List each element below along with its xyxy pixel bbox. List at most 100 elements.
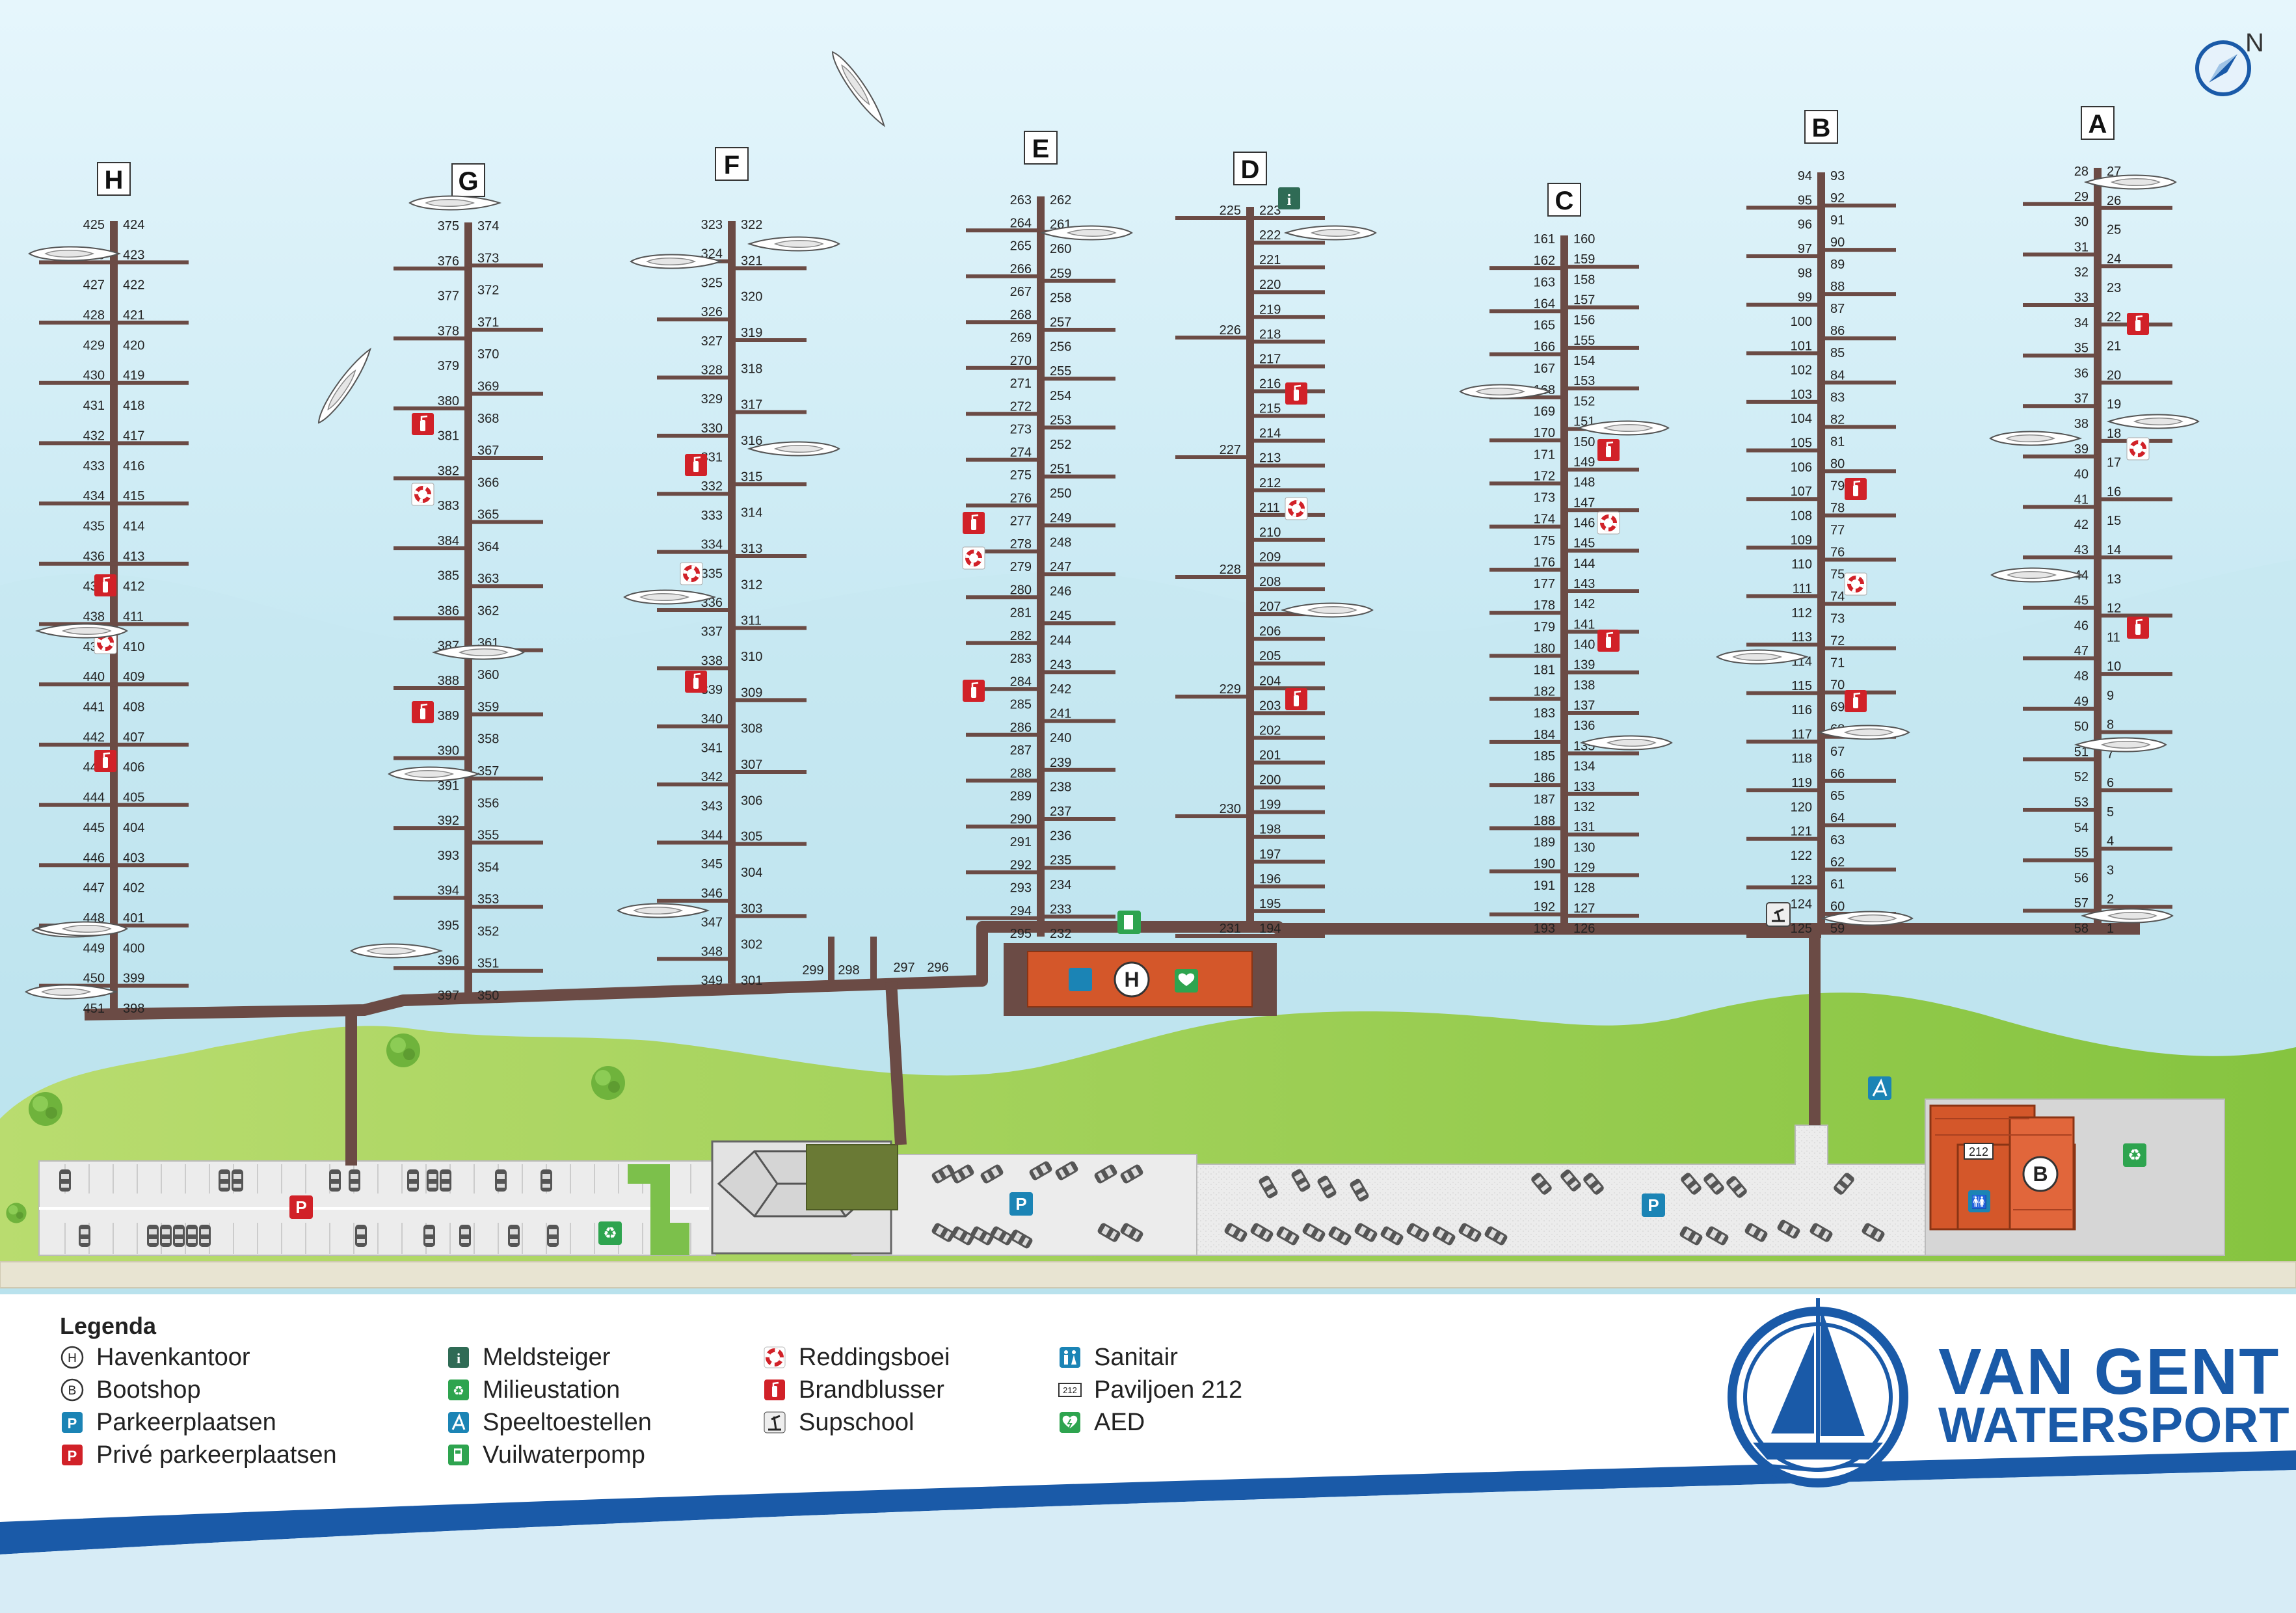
berth-number: 53 bbox=[2074, 795, 2089, 810]
berth-number: 322 bbox=[741, 218, 762, 232]
berth-number: 243 bbox=[1050, 658, 1071, 672]
berth-number: 115 bbox=[1791, 679, 1812, 693]
pier-label: A bbox=[2089, 110, 2107, 139]
terrace bbox=[807, 1145, 898, 1210]
berth-number: 63 bbox=[1830, 833, 1845, 847]
berth-number: 159 bbox=[1573, 252, 1595, 267]
berth-number: 16 bbox=[2107, 485, 2121, 499]
legend-label: Bootshop bbox=[96, 1376, 201, 1404]
berth-number: 319 bbox=[741, 326, 762, 340]
berth-number: 212 bbox=[1259, 476, 1281, 490]
fire-extinguisher-icon bbox=[685, 454, 707, 476]
berth-number: 77 bbox=[1830, 523, 1845, 537]
fire-extinguisher-icon bbox=[412, 701, 434, 723]
berth-number: 269 bbox=[1010, 331, 1032, 345]
berth-number: 93 bbox=[1830, 169, 1845, 183]
berth-number: 191 bbox=[1534, 879, 1555, 893]
berth-number: 428 bbox=[83, 308, 105, 323]
lifebuoy-icon bbox=[2126, 437, 2150, 460]
berth-number: 429 bbox=[83, 338, 105, 353]
berth-number: 177 bbox=[1534, 577, 1555, 591]
berth-number: 104 bbox=[1791, 412, 1812, 426]
berth-number: 335 bbox=[701, 567, 723, 581]
berth-number: 362 bbox=[477, 604, 499, 619]
berth-number: 416 bbox=[123, 459, 144, 473]
berth-number: 291 bbox=[1010, 835, 1032, 849]
fire-extinguisher-icon bbox=[963, 512, 985, 534]
berth-number: 184 bbox=[1534, 728, 1555, 742]
berth-number: 297 bbox=[893, 961, 914, 975]
berth-number: 43 bbox=[2074, 543, 2089, 557]
svg-text:N: N bbox=[2245, 29, 2264, 57]
fire-extinguisher-icon bbox=[94, 574, 116, 596]
lifebuoy-icon bbox=[962, 546, 985, 570]
parking-lot-gravel bbox=[1196, 1125, 1926, 1256]
berth-number: 80 bbox=[1830, 457, 1845, 471]
berth-number: 74 bbox=[1830, 590, 1845, 604]
berth-number: 252 bbox=[1050, 438, 1071, 452]
berth-number: 118 bbox=[1791, 752, 1812, 766]
svg-text:H: H bbox=[68, 1352, 77, 1365]
berth-number: 219 bbox=[1259, 302, 1281, 317]
legend-reddingsboei: Reddingsboei bbox=[762, 1342, 950, 1372]
berth-number: 144 bbox=[1573, 557, 1595, 571]
berth-number: 94 bbox=[1798, 169, 1812, 183]
berth-number: 264 bbox=[1010, 216, 1032, 230]
blue-stripe bbox=[0, 1450, 2296, 1554]
berth-number: 58 bbox=[2074, 922, 2089, 936]
berth-number: 353 bbox=[477, 892, 499, 907]
car bbox=[147, 1225, 159, 1247]
berth-number: 422 bbox=[123, 278, 144, 293]
berth-number: 100 bbox=[1791, 315, 1812, 329]
berth-number: 157 bbox=[1573, 293, 1595, 308]
berth-number: 292 bbox=[1010, 858, 1032, 872]
svg-text:♻: ♻ bbox=[603, 1225, 617, 1242]
berth-number: 408 bbox=[123, 700, 144, 715]
berth-number: 169 bbox=[1534, 405, 1555, 419]
legend-label: Speeltoestellen bbox=[483, 1408, 652, 1436]
fire-extinguisher-icon bbox=[963, 680, 985, 702]
berth-number: 389 bbox=[438, 709, 459, 723]
berth-number: 36 bbox=[2074, 366, 2089, 380]
berth-number: 423 bbox=[123, 248, 144, 262]
berth-number: 178 bbox=[1534, 598, 1555, 613]
legend-sanitair: Sanitair bbox=[1058, 1342, 1178, 1372]
berth-number: 14 bbox=[2107, 543, 2121, 557]
berth-number: 355 bbox=[477, 829, 499, 843]
berth-number: 163 bbox=[1534, 275, 1555, 289]
berth-number: 245 bbox=[1050, 609, 1071, 623]
berth-number: 127 bbox=[1573, 901, 1595, 916]
berth-number: 295 bbox=[1010, 927, 1032, 941]
berth-number: 145 bbox=[1573, 537, 1595, 551]
berth-number: 231 bbox=[1220, 922, 1241, 936]
berth-number: 278 bbox=[1010, 537, 1032, 552]
berth-number: 84 bbox=[1830, 368, 1845, 382]
berth-number: 365 bbox=[477, 508, 499, 522]
main-walkway bbox=[84, 921, 2140, 1020]
svg-text:P: P bbox=[68, 1415, 77, 1432]
berth-number: 206 bbox=[1259, 624, 1281, 639]
pier-label: E bbox=[1032, 135, 1050, 163]
pier-label: C bbox=[1555, 187, 1574, 215]
berth-number: 134 bbox=[1573, 760, 1595, 774]
berth-number: 273 bbox=[1010, 423, 1032, 437]
berth-number: 272 bbox=[1010, 399, 1032, 414]
berth-number: 24 bbox=[2107, 252, 2121, 266]
berth-number: 346 bbox=[701, 886, 723, 901]
berth-number: 141 bbox=[1573, 617, 1595, 632]
berth-number: 87 bbox=[1830, 302, 1845, 316]
berth-number: 327 bbox=[701, 334, 723, 349]
berth-number: 431 bbox=[83, 399, 105, 413]
fire-extinguisher-icon bbox=[1597, 630, 1620, 652]
berth-number: 450 bbox=[83, 972, 105, 986]
berth-number: 142 bbox=[1573, 597, 1595, 611]
car bbox=[329, 1169, 341, 1192]
berth-number: 242 bbox=[1050, 682, 1071, 697]
berth-number: 121 bbox=[1791, 825, 1812, 839]
berth-number: 334 bbox=[701, 538, 723, 552]
berth-number: 128 bbox=[1573, 881, 1595, 896]
berth-number: 364 bbox=[477, 540, 499, 554]
car bbox=[160, 1225, 172, 1247]
berth-number: 31 bbox=[2074, 240, 2089, 254]
berth-number: 347 bbox=[701, 916, 723, 930]
